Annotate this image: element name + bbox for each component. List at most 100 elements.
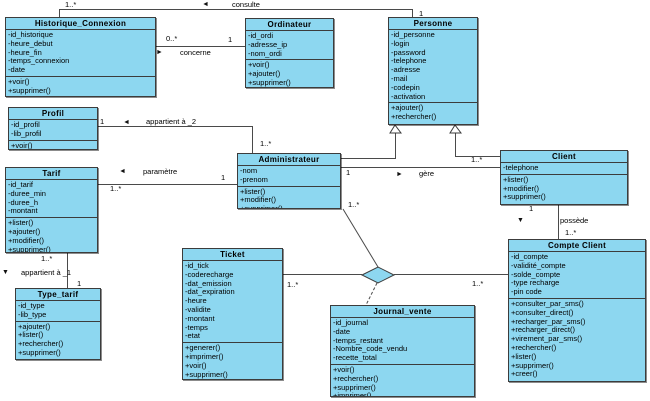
attributes-compartment: -id_tick-coderecharge-dat_emission-dat_e…: [183, 261, 282, 344]
attribute: -Nombre_code_vendu: [333, 344, 408, 354]
class-personne[interactable]: Personne-id_personne-login-password-tele…: [388, 17, 478, 125]
methods-compartment: +voir()+supprimer(): [6, 77, 155, 96]
attribute: -login: [391, 38, 410, 48]
method: +ajouter(): [8, 226, 41, 236]
method: +rechercher(): [511, 342, 557, 352]
attribute: -validité_compte: [511, 260, 566, 270]
attribute: -mail: [391, 73, 408, 83]
method: +lister(): [240, 186, 266, 196]
class-profil[interactable]: Profil-id_profil-lib_profil+voir(): [8, 107, 98, 150]
association-line: [342, 208, 379, 268]
multiplicity-label: 1: [419, 9, 424, 18]
arrow-right-icon: ►: [156, 49, 163, 56]
multiplicity-label: 0..*: [166, 34, 178, 43]
attribute: -lib_profil: [11, 128, 42, 138]
attribute: -date: [333, 326, 351, 336]
method: +supprimer(): [8, 244, 51, 253]
method: +consulter_par_sms(): [511, 298, 584, 308]
method: +creer(): [511, 369, 538, 379]
attributes-compartment: -telephone: [501, 163, 627, 175]
attributes-compartment: -id_compte-validité_compte-solde_compte-…: [509, 252, 645, 299]
attribute: -solde_compte: [511, 269, 561, 279]
class-title: Profil: [9, 108, 97, 120]
attribute: -type recharge: [511, 278, 560, 288]
attribute: -id_journal: [333, 318, 369, 327]
class-title: Administrateur: [238, 154, 340, 166]
association-name-label: gère: [419, 169, 435, 178]
association-class-dashed-line: [365, 282, 378, 306]
attribute: -id_personne: [391, 30, 435, 39]
class-type_tarif[interactable]: Type_tarif-id_type-lib_type+ajouter()+li…: [15, 288, 101, 360]
arrow-down-icon: ▼: [2, 269, 9, 276]
attribute: -adresse_ip: [248, 39, 288, 49]
class-ticket[interactable]: Ticket-id_tick-coderecharge-dat_emission…: [182, 248, 283, 380]
attributes-compartment: -id_historique-heure_debut-heure_fin-tem…: [6, 30, 155, 77]
multiplicity-label: 1: [228, 35, 233, 44]
arrow-left-icon: ◄: [202, 1, 209, 8]
association-name-label: concerne: [180, 48, 211, 57]
class-client[interactable]: Client-telephone+lister()+modifier()+sup…: [500, 150, 628, 205]
class-title: Historique_Connexion: [6, 18, 155, 30]
attributes-compartment: -id_tarif-duree_min-duree_h-montant: [6, 180, 97, 219]
class-title: Tarif: [6, 168, 97, 180]
class-tarif[interactable]: Tarif-id_tarif-duree_min-duree_h-montant…: [5, 167, 98, 253]
method: +lister(): [18, 330, 44, 340]
method: +lister(): [503, 174, 529, 184]
multiplicity-label: 1..*: [65, 0, 77, 9]
method: +imprimer(): [333, 391, 372, 397]
attribute: -id_profil: [11, 120, 40, 129]
method: +voir(): [11, 140, 33, 150]
association-name-label: paramètre: [143, 167, 178, 176]
arrow-left-icon: ◄: [123, 119, 130, 126]
method: +imprimer(): [185, 351, 224, 361]
attribute: -password: [391, 47, 426, 57]
attribute: -temps_restant: [333, 335, 384, 345]
method: +voir(): [333, 364, 355, 374]
attributes-compartment: -id_journal-date-temps_restant-Nombre_co…: [331, 318, 474, 365]
attributes-compartment: -id_profil-lib_profil: [9, 120, 97, 141]
attributes-compartment: -id_personne-login-password-telephone-ad…: [389, 30, 477, 104]
attribute: -codepin: [391, 82, 420, 92]
method: +lister(): [511, 351, 537, 361]
attribute: -id_ordi: [248, 31, 274, 40]
class-title: Type_tarif: [16, 289, 100, 301]
association-name-label: consulte: [232, 0, 260, 9]
attribute: -heure_debut: [8, 38, 53, 48]
multiplicity-label: 1..*: [472, 279, 484, 288]
association-name-label: appartient à _2: [146, 117, 197, 126]
multiplicity-label: 1: [221, 173, 226, 182]
method: +rechercher(): [391, 112, 437, 122]
class-administrateur[interactable]: Administrateur-nom-prenom+lister()+modif…: [237, 153, 341, 209]
class-historique_connexion[interactable]: Historique_Connexion-id_historique-heure…: [5, 17, 156, 97]
attribute: -id_historique: [8, 30, 54, 39]
class-ordinateur[interactable]: Ordinateur-id_ordi-adresse_ip-nom_ordi+v…: [245, 18, 334, 88]
attributes-compartment: -id_ordi-adresse_ip-nom_ordi: [246, 31, 333, 61]
attribute: -nom_ordi: [248, 48, 282, 58]
attribute: -temps: [185, 322, 208, 332]
multiplicity-label: 1: [77, 279, 82, 288]
class-journal_vente[interactable]: Journal_vente-id_journal-date-temps_rest…: [330, 305, 475, 397]
multiplicity-label: 1..*: [348, 200, 360, 209]
attribute: -heure_fin: [8, 47, 42, 57]
multiplicity-label: 1: [529, 204, 534, 213]
multiplicity-label: 1: [100, 117, 105, 126]
multiplicity-label: 1..*: [565, 228, 577, 237]
methods-compartment: +ajouter()+rechercher(): [389, 103, 477, 124]
aggregation-diamond-icon: [360, 266, 396, 284]
attribute: -duree_h: [8, 197, 39, 207]
class-title: Ticket: [183, 249, 282, 261]
method: +voir(): [248, 60, 270, 70]
methods-compartment: +voir(): [9, 140, 97, 150]
methods-compartment: +ajouter()+lister()+rechercher()+supprim…: [16, 322, 100, 359]
attributes-compartment: -nom-prenom: [238, 166, 340, 187]
attribute: -recette_total: [333, 353, 377, 363]
attribute: -date: [8, 65, 26, 75]
arrow-right-icon: ►: [396, 171, 403, 178]
attribute: -id_compte: [511, 252, 549, 261]
attributes-compartment: -id_type-lib_type: [16, 301, 100, 322]
class-compte_client[interactable]: Compte Client-id_compte-validité_compte-…: [508, 239, 646, 382]
method: +ajouter(): [248, 69, 281, 79]
attribute: -id_type: [18, 301, 45, 310]
attribute: -montant: [185, 313, 215, 323]
methods-compartment: +consulter_par_sms()+consulter_direct()+…: [509, 299, 645, 381]
